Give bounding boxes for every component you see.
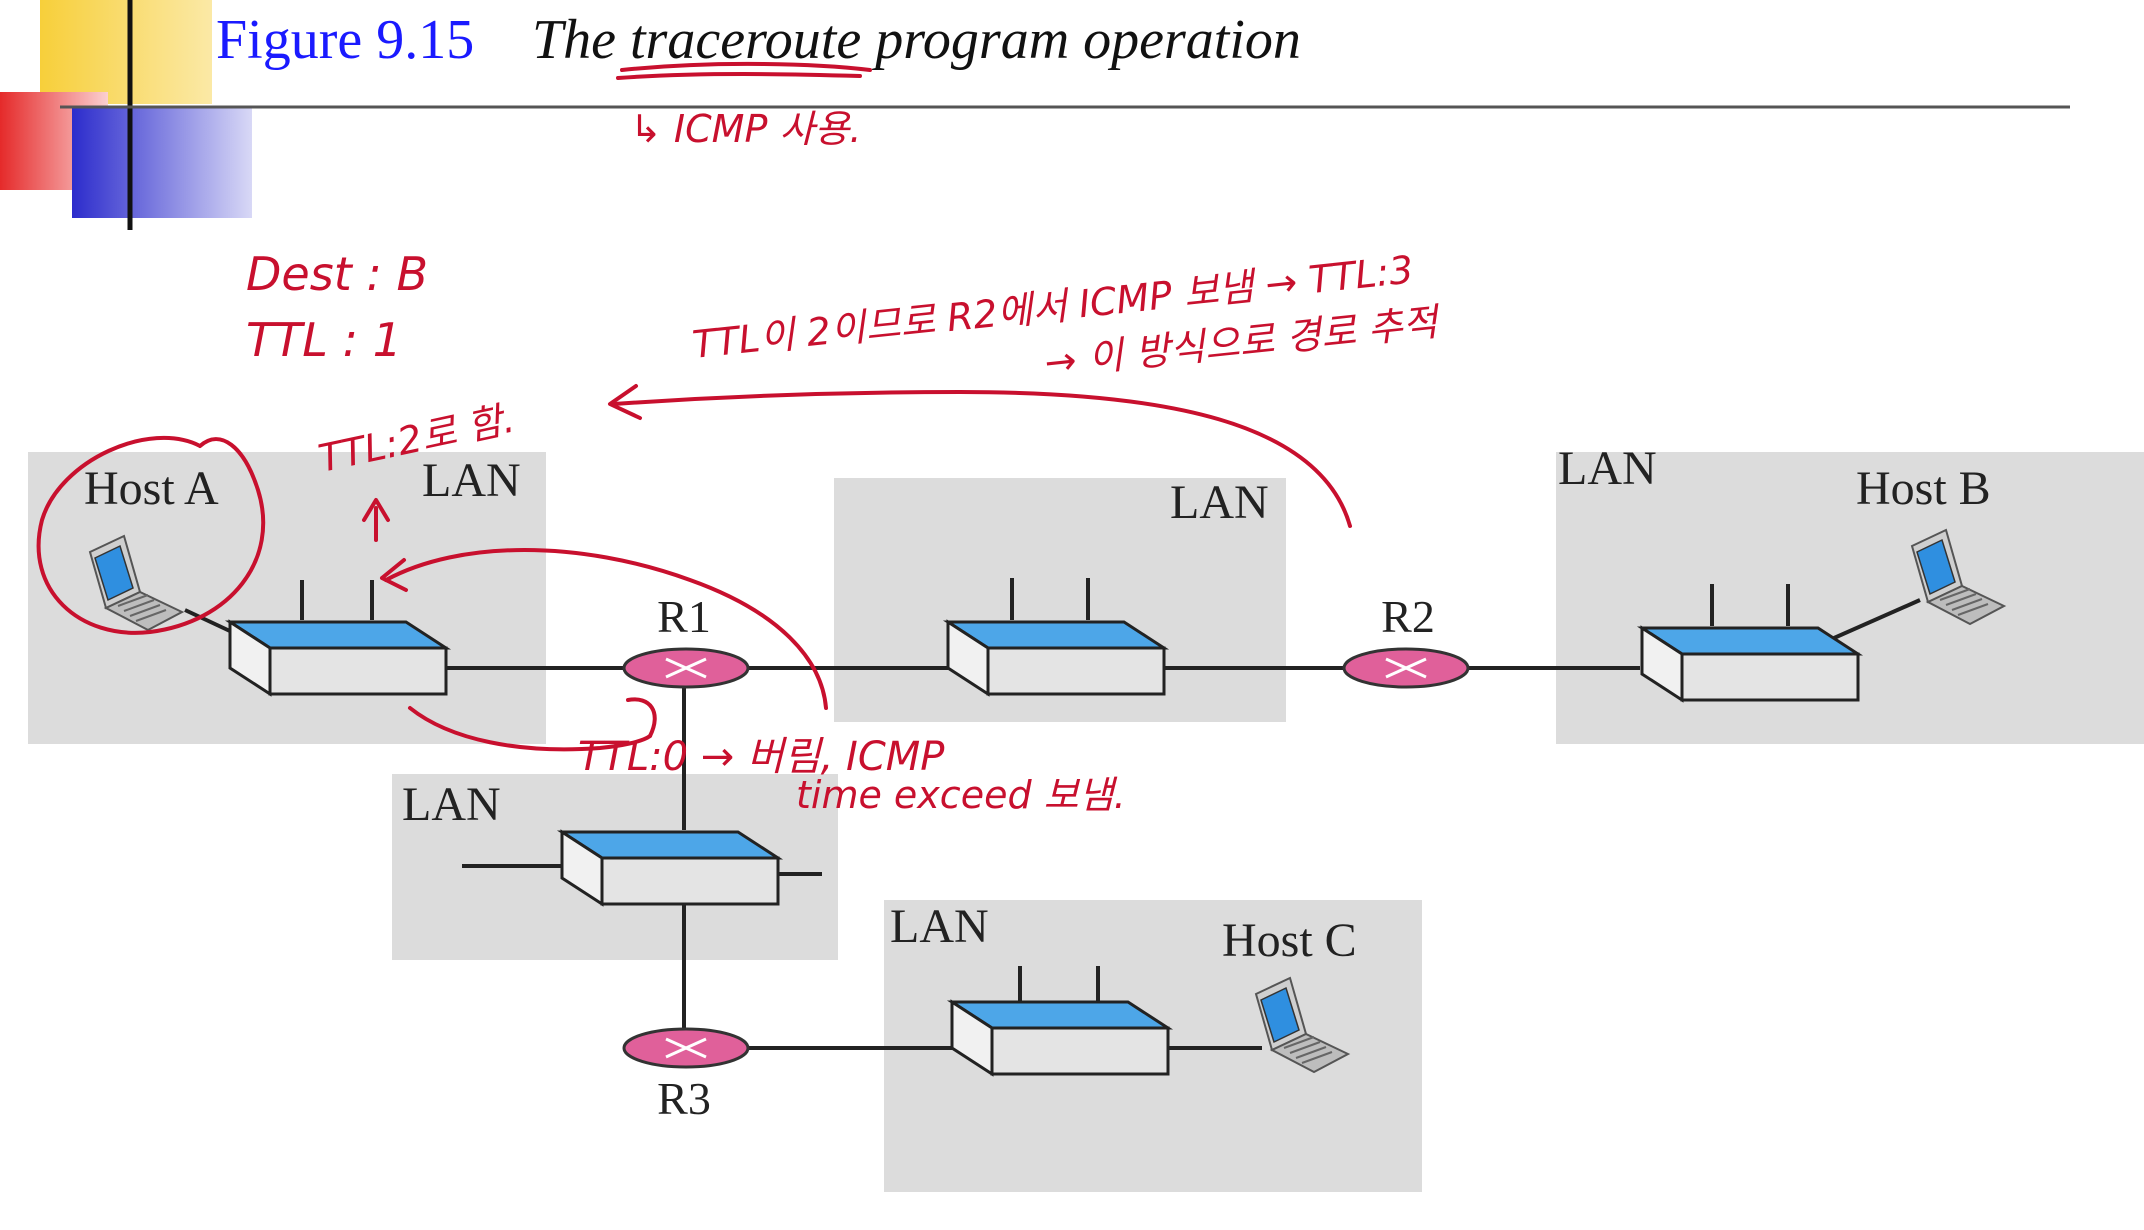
lan-b-label: LAN <box>1558 442 1657 495</box>
switch-lan-lower <box>560 830 780 906</box>
switch-lan-a <box>228 620 448 696</box>
host-b-label: Host B <box>1856 462 1991 515</box>
network-links <box>184 578 1921 1050</box>
host-a-label: Host A <box>84 462 219 515</box>
router-r2 <box>1342 647 1470 689</box>
annotation-dest: Dest : B <box>246 247 428 301</box>
annotation-icmp-use: ↳ ICMP 사용. <box>630 107 861 151</box>
router-r2-label: R2 <box>1381 591 1435 642</box>
switch-lan-middle <box>946 620 1166 696</box>
annotation-time-exceed: time exceed 보냄. <box>796 773 1126 817</box>
lan-a-label: LAN <box>422 454 521 507</box>
lan-lower-label: LAN <box>402 778 501 831</box>
lan-c-label: LAN <box>890 900 989 953</box>
lan-middle-label: LAN <box>1170 476 1269 529</box>
router-r3 <box>622 1027 750 1069</box>
router-r1 <box>622 647 750 689</box>
annotation-ttl1: TTL : 1 <box>246 313 402 367</box>
figure-number: Figure 9.15 <box>216 9 474 71</box>
figure-title: The traceroute program operation <box>532 9 1301 71</box>
host-c-label: Host C <box>1222 914 1357 967</box>
switch-lan-c <box>950 1000 1170 1076</box>
switch-lan-b <box>1640 626 1860 702</box>
router-r3-label: R3 <box>657 1073 711 1124</box>
annotation-ttl0: TTL:0 → 버림, ICMP <box>578 734 945 780</box>
handwriting-strokes <box>36 61 1352 752</box>
slide-decoration <box>0 0 2070 230</box>
router-r1-label: R1 <box>657 591 711 642</box>
